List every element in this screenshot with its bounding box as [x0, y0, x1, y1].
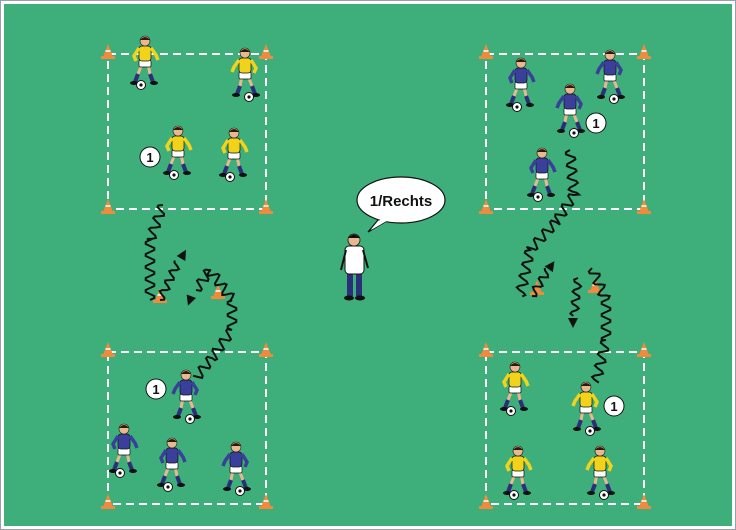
ball-icon: [170, 171, 179, 180]
station-label-text: 1: [610, 399, 617, 414]
ball-icon: [507, 407, 516, 416]
ball-icon: [186, 415, 195, 424]
ball-icon: [137, 81, 146, 90]
station-label-top-left: 1: [140, 147, 160, 167]
speech-bubble-text: 1/Rechts: [370, 193, 433, 210]
station-label-text: 1: [592, 116, 599, 131]
station-label-text: 1: [146, 150, 153, 165]
ball-icon: [610, 95, 619, 104]
ball-icon: [586, 427, 595, 436]
ball-icon: [236, 487, 245, 496]
ball-icon: [164, 483, 173, 492]
ball-icon: [570, 129, 579, 138]
ball-icon: [513, 103, 522, 112]
station-label-text: 1: [152, 382, 159, 397]
ball-icon: [245, 93, 254, 102]
ball-icon: [226, 173, 235, 182]
ball-icon: [600, 491, 609, 500]
station-label-bottom-left: 1: [146, 379, 166, 399]
station-label-bottom-right: 1: [604, 396, 624, 416]
ball-icon: [116, 469, 125, 478]
ball-icon: [510, 491, 519, 500]
ball-icon: [534, 193, 543, 202]
station-label-top-right: 1: [586, 113, 606, 133]
